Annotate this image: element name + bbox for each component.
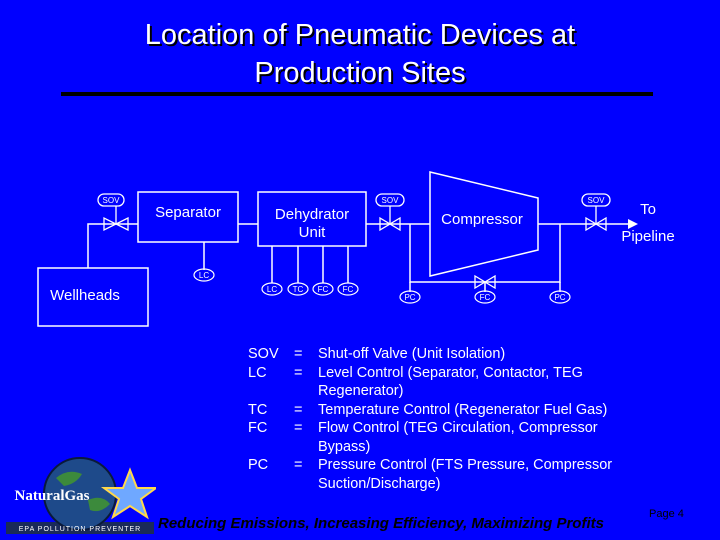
- legend-desc: Temperature Control (Regenerator Fuel Ga…: [318, 401, 658, 420]
- legend-desc-line: Pressure Control (FTS Pressure, Compress…: [318, 457, 613, 473]
- legend-row-pc: PC = Pressure Control (FTS Pressure, Com…: [248, 456, 668, 493]
- lc-dehydrator-tag: LC: [267, 285, 277, 294]
- to-pipeline-label-line-1: To: [640, 201, 656, 218]
- sov-dehydrator-tag: SOV: [382, 196, 400, 205]
- abbreviation-legend: SOV = Shut-off Valve (Unit Isolation) LC…: [248, 345, 668, 493]
- legend-abbr: PC: [248, 457, 269, 473]
- pipeline-arrow-icon: [628, 219, 638, 229]
- sov-dehydrator-valve-icon: [375, 193, 405, 232]
- natural-gas-star-logo: NaturalGas EPA POLLUTION PREVENTER: [6, 457, 156, 534]
- tc-dehydrator-bubble: [287, 282, 309, 296]
- to-pipeline-label-line-2: Pipeline: [621, 228, 674, 245]
- legend-desc-line: Flow Control (TEG Circulation, Compresso…: [318, 420, 598, 436]
- dehydrator-label-line-1: Dehydrator: [275, 206, 349, 223]
- separator-box: [137, 191, 239, 243]
- fc-dehydrator-tag-1: FC: [318, 285, 329, 294]
- compressor-shape: [429, 171, 539, 277]
- title-rule: [61, 92, 653, 96]
- legend-desc-line: Suction/Discharge): [318, 475, 441, 492]
- legend-row-lc: LC = Level Control (Separator, Contactor…: [248, 364, 668, 401]
- bypass-valve-icon: [474, 274, 496, 290]
- legend-desc-line: Shut-off Valve (Unit Isolation): [318, 346, 506, 362]
- legend-desc-line: Level Control (Separator, Contactor, TEG: [318, 364, 583, 381]
- legend-desc: Level Control (Separator, Contactor, TEG…: [318, 364, 658, 401]
- sov-wellheads-valve-icon: [97, 193, 129, 232]
- pc-discharge-tag: PC: [554, 293, 565, 302]
- wellheads-outlet-line: [87, 223, 138, 268]
- lc-separator-bubble: [193, 268, 215, 282]
- title-line-1: Location of Pneumatic Devices at: [144, 19, 576, 51]
- sov-pipeline-tag: SOV: [588, 196, 606, 205]
- legend-desc-line: Temperature Control (Regenerator Fuel Ga…: [318, 401, 608, 418]
- page-number: Page 4: [649, 508, 684, 520]
- fc-dehydrator-tag-2: FC: [343, 285, 354, 294]
- fc-dehydrator-bubble-2: [337, 282, 359, 296]
- pc-suction-bubble: [399, 290, 421, 304]
- fc-bypass-bubble: [474, 290, 496, 304]
- dehydrator-label-line-2: Unit: [299, 224, 327, 241]
- title-line-2: Production Sites: [254, 57, 466, 89]
- wellheads-label: Wellheads: [50, 287, 120, 304]
- legend-abbr: LC: [248, 364, 267, 381]
- legend-eq: =: [294, 420, 303, 436]
- globe-land-icon: [56, 471, 110, 512]
- logo-tagline-text: EPA POLLUTION PREVENTER: [19, 526, 141, 533]
- fc-bypass-tag: FC: [480, 293, 491, 302]
- legend-row-sov: SOV = Shut-off Valve (Unit Isolation): [248, 345, 668, 364]
- legend-abbr: TC: [248, 401, 268, 418]
- pc-suction-tag: PC: [404, 293, 415, 302]
- legend-row-tc: TC = Temperature Control (Regenerator Fu…: [248, 401, 668, 420]
- legend-desc: Pressure Control (FTS Pressure, Compress…: [318, 456, 658, 493]
- footer-slogan: Reducing Emissions, Increasing Efficienc…: [158, 515, 604, 532]
- sov-pipeline-valve-icon: [581, 193, 611, 232]
- legend-eq: =: [294, 401, 303, 418]
- legend-abbr: SOV: [248, 346, 279, 362]
- legend-desc: Flow Control (TEG Circulation, Compresso…: [318, 419, 658, 456]
- legend-desc: Shut-off Valve (Unit Isolation): [318, 345, 658, 364]
- fc-dehydrator-bubble-1: [312, 282, 334, 296]
- legend-desc-line: Bypass): [318, 438, 371, 455]
- sov-wellheads-tag: SOV: [103, 196, 121, 205]
- legend-eq: =: [294, 457, 303, 473]
- legend-eq: =: [294, 346, 303, 362]
- tc-dehydrator-tag: TC: [293, 285, 304, 294]
- star-icon: [100, 467, 156, 520]
- dehydrator-box: [257, 191, 367, 247]
- legend-abbr: FC: [248, 420, 268, 436]
- compressor-label: Compressor: [441, 211, 523, 228]
- lc-separator-tag: LC: [199, 271, 209, 280]
- legend-row-fc: FC = Flow Control (TEG Circulation, Comp…: [248, 419, 668, 456]
- flow-lines: [37, 171, 628, 327]
- pc-discharge-bubble: [549, 290, 571, 304]
- slide-title: Location of Pneumatic Devices at Product…: [40, 16, 680, 92]
- lc-dehydrator-bubble: [261, 282, 283, 296]
- wellheads-box: [37, 267, 149, 327]
- separator-label: Separator: [155, 204, 221, 221]
- logo-name-text: NaturalGas: [15, 488, 90, 504]
- legend-eq: =: [294, 364, 303, 381]
- legend-desc-line: Regenerator): [318, 383, 404, 399]
